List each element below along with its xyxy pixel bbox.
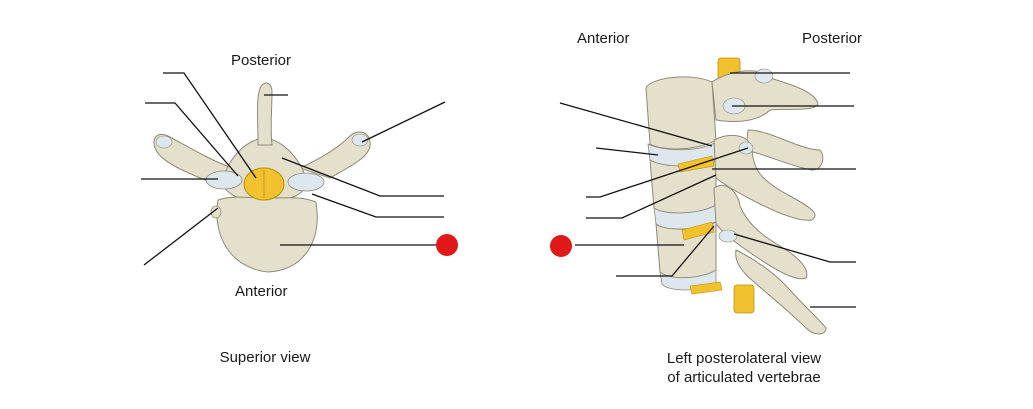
superior-view-caption: Superior view — [219, 349, 311, 366]
superior-anterior-label: Anterior — [235, 283, 288, 300]
spinous-process-3 — [735, 249, 827, 335]
leader-line-body-1 — [559, 102, 713, 147]
facet-joint-3 — [718, 229, 738, 243]
body-tubercle — [210, 205, 222, 219]
lateral-view-caption-line2: of articulated vertebrae — [667, 369, 821, 386]
lateral-view-caption-line1: Left posterolateral view — [666, 350, 822, 367]
leader-line-lamina — [281, 157, 444, 197]
right-tp-tip — [351, 133, 369, 147]
superior-leader-lines — [141, 72, 446, 266]
spinous-process — [257, 82, 273, 146]
spinal-cord-bottom — [733, 284, 755, 314]
articulated-vertebrae — [645, 57, 827, 335]
leader-line-pedicle — [586, 147, 749, 198]
leader-line-disc-1 — [595, 147, 659, 156]
spinous-process-1 — [745, 129, 824, 171]
left-superior-facet — [205, 170, 243, 190]
leader-line-right-tp — [361, 101, 446, 143]
vertebral-body-1 — [645, 76, 717, 150]
superior-vertebra — [153, 82, 371, 273]
right-transverse-process — [298, 131, 371, 179]
lateral-posterior-label: Posterior — [802, 30, 863, 47]
superior-posterior-label: Posterior — [231, 52, 292, 69]
leader-line-right-facet — [311, 193, 444, 218]
posterior-arch-3 — [713, 184, 808, 280]
left-tp-tip — [155, 135, 173, 149]
lateral-leader-lines — [559, 72, 856, 308]
marker-dot-superior — [436, 234, 458, 256]
leader-line-lamina-2 — [586, 174, 717, 219]
leader-line-nerve-2 — [616, 225, 715, 277]
lateral-anterior-label: Anterior — [577, 30, 630, 47]
spinal-nerve-3 — [689, 281, 723, 295]
leader-line-spinal-cord — [163, 72, 257, 179]
leader-line-facet-upper — [145, 102, 239, 177]
right-superior-facet — [287, 172, 325, 192]
left-transverse-process — [153, 133, 234, 183]
leader-line-spinous-2 — [733, 233, 856, 263]
vertebral-body — [216, 196, 318, 273]
marker-dot-lateral — [550, 235, 572, 257]
spinal-nerve-2 — [681, 221, 715, 241]
superior-articular-facet — [754, 68, 774, 84]
leader-line-tubercle — [143, 207, 219, 266]
